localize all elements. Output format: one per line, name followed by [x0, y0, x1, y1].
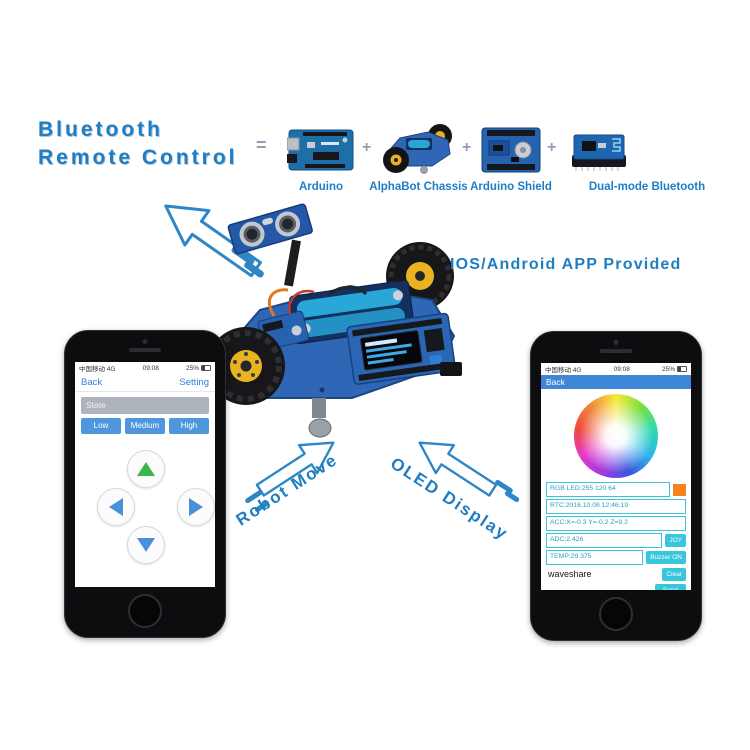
- plus-sign: +: [547, 139, 557, 156]
- home-button[interactable]: [128, 594, 162, 628]
- battery-label: 25%: [662, 366, 687, 373]
- component-label-arduino: Arduino: [298, 181, 344, 193]
- dpad-left-button[interactable]: [97, 488, 135, 526]
- page-title-line1: Bluetooth: [38, 118, 163, 141]
- home-button[interactable]: [599, 597, 633, 631]
- left-app-navbar: Back Setting: [75, 374, 215, 392]
- telemetry-row: ADC:2.426 JOY: [546, 533, 686, 548]
- ultrasonic-sensor: [227, 203, 313, 255]
- rgb-led-value: RGB LED:255 120 64: [546, 482, 670, 497]
- arduino-shield-image: [481, 127, 541, 173]
- carrier-label: 中国移动 4G: [545, 367, 582, 374]
- back-button[interactable]: Back: [81, 377, 103, 388]
- plus-sign: +: [362, 139, 372, 156]
- joy-button[interactable]: JOY: [665, 534, 686, 547]
- send-row: Send: [541, 583, 691, 590]
- front-wheel: [207, 327, 285, 405]
- status-bar: 中国移动 4G 09:08 25%: [75, 362, 215, 374]
- left-phone-screen: 中国移动 4G 09:08 25% Back Setting State Low…: [75, 362, 215, 587]
- direction-pad: [75, 448, 215, 578]
- telemetry-row: RTC:2016.10.08 12:46:19: [546, 499, 686, 514]
- low-speed-button[interactable]: Low: [81, 418, 121, 434]
- plus-sign: +: [462, 139, 472, 156]
- battery-icon: [677, 365, 687, 372]
- telemetry-row: ACC:X=-0.3 Y=-0.2 Z=9.2: [546, 516, 686, 531]
- send-button[interactable]: Send: [654, 584, 686, 590]
- component-label-chassis: AlphaBot Chassis: [369, 181, 468, 193]
- back-button[interactable]: Back: [546, 377, 565, 387]
- speaker-slit: [129, 348, 161, 352]
- oled-display-arrow: [418, 441, 498, 497]
- state-input[interactable]: State: [81, 397, 209, 414]
- medium-speed-button[interactable]: Medium: [125, 418, 165, 434]
- up-triangle-icon: [137, 462, 155, 476]
- power-jack: [440, 362, 462, 376]
- rtc-value: RTC:2016.10.08 12:46:19: [546, 499, 686, 514]
- app-provided-tagline: IOS/Android APP Provided: [450, 256, 682, 273]
- left-triangle-icon: [109, 498, 123, 516]
- adc-value: ADC:2.426: [546, 533, 663, 548]
- color-wheel-picker[interactable]: [574, 394, 658, 478]
- telemetry-rows: RGB LED:255 120 64 RTC:2016.10.08 12:46:…: [541, 482, 691, 581]
- setting-button[interactable]: Setting: [179, 377, 209, 388]
- robot-photo: [207, 203, 462, 438]
- acc-value: ACC:X=-0.3 Y=-0.2 Z=9.2: [546, 516, 686, 531]
- dual-mode-bluetooth-image: [572, 134, 626, 171]
- status-bar: 中国移动 4G 09:08 25%: [541, 363, 691, 375]
- right-phone-screen: 中国移动 4G 09:08 25% Back RGB LED:255 120 6…: [541, 363, 691, 590]
- right-phone: 中国移动 4G 09:08 25% Back RGB LED:255 120 6…: [530, 331, 702, 641]
- telemetry-row: RGB LED:255 120 64: [546, 482, 686, 497]
- dpad-up-button[interactable]: [127, 450, 165, 488]
- camera-dot-icon: [142, 339, 148, 344]
- equals-sign: =: [256, 135, 267, 155]
- page-title-line2: Remote Control: [38, 146, 238, 169]
- caster-wheel: [308, 418, 332, 438]
- down-triangle-icon: [137, 538, 155, 552]
- robot-move-arrow: [255, 441, 335, 497]
- arduino-image: [287, 129, 354, 171]
- high-speed-button[interactable]: High: [169, 418, 209, 434]
- right-triangle-icon: [189, 498, 203, 516]
- rgb-color-swatch-button[interactable]: [673, 483, 686, 496]
- component-label-bluetooth: Dual-mode Bluetooth: [588, 181, 706, 193]
- caster-bracket: [312, 398, 326, 418]
- clock-label: 09:08: [613, 365, 630, 373]
- speed-button-row: Low Medium High: [81, 418, 209, 434]
- message-row: waveshare Clear: [546, 567, 686, 581]
- telemetry-row: TEMP:29.375 Buzzer ON: [546, 550, 686, 565]
- sensor-mast: [284, 239, 301, 287]
- message-input[interactable]: waveshare: [548, 569, 592, 579]
- right-app-navbar: Back: [541, 375, 691, 389]
- oled-display: [360, 330, 423, 371]
- clock-label: 09:08: [142, 364, 159, 372]
- wires: [267, 285, 368, 317]
- dpad-down-button[interactable]: [127, 526, 165, 564]
- left-phone: 中国移动 4G 09:08 25% Back Setting State Low…: [64, 330, 226, 638]
- component-label-shield: Arduino Shield: [470, 181, 552, 193]
- temp-value: TEMP:29.375: [546, 550, 644, 565]
- buzzer-button[interactable]: Buzzer ON: [646, 551, 686, 564]
- controller-stack: [346, 312, 456, 385]
- alphabot-chassis-image: [383, 124, 452, 174]
- camera-dot-icon: [613, 340, 619, 345]
- clear-button[interactable]: Clear: [662, 567, 686, 581]
- dpad-right-button[interactable]: [177, 488, 215, 526]
- battery-label: 25%: [186, 365, 211, 372]
- battery-icon: [201, 364, 211, 371]
- speaker-slit: [600, 349, 632, 353]
- carrier-label: 中国移动 4G: [79, 366, 116, 373]
